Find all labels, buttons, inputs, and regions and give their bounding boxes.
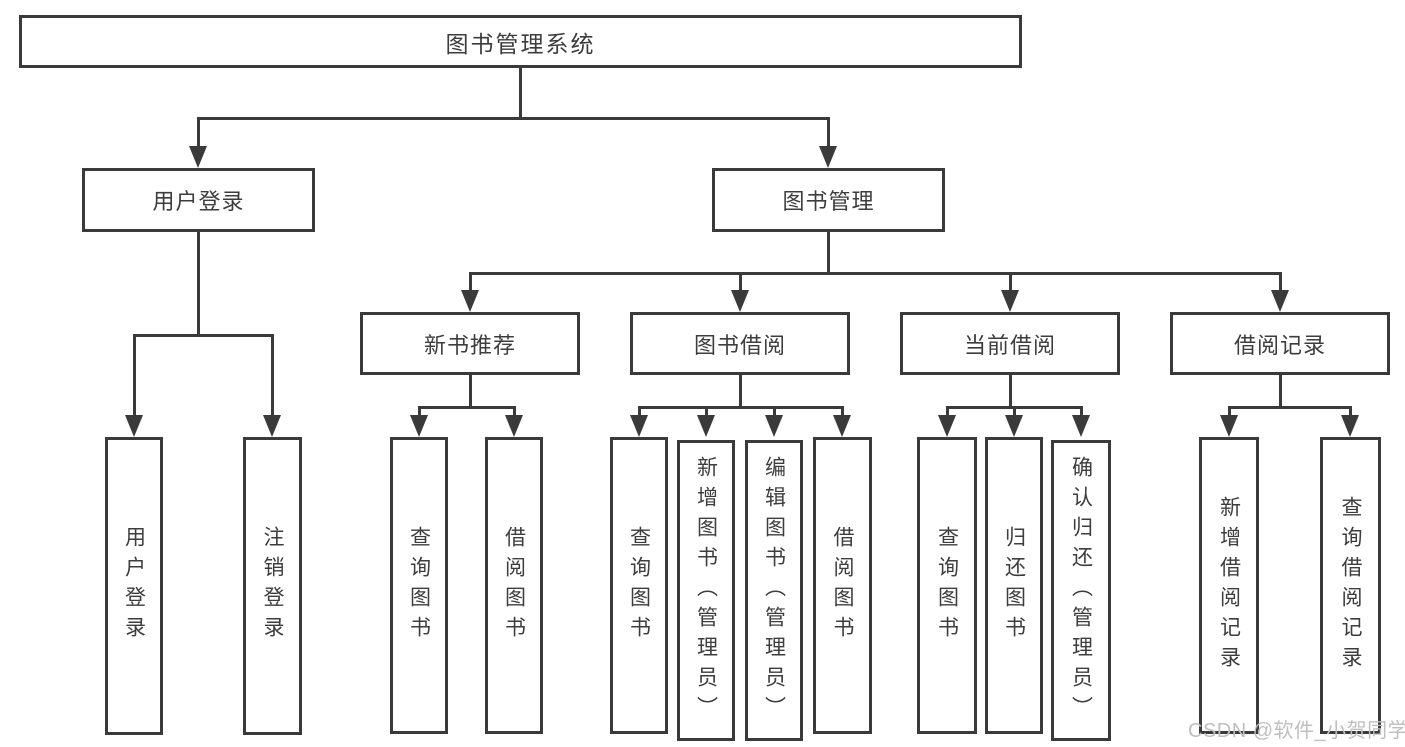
- leaf-query-books-current-label: 查询图书: [935, 525, 959, 646]
- leaf-user-login-label: 用户登录: [122, 526, 146, 646]
- connector-line: [418, 408, 421, 417]
- connector-line: [1080, 408, 1083, 417]
- connector-line: [638, 408, 641, 417]
- node-borrow-records: 借阅记录: [1170, 312, 1390, 375]
- node-book-management-label: 图书管理: [782, 189, 875, 214]
- arrow-down-icon: [765, 415, 783, 437]
- connector-line: [1349, 408, 1352, 417]
- arrow-down-icon: [461, 290, 479, 312]
- arrow-down-icon: [833, 415, 851, 437]
- leaf-add-borrow-record: 新增借阅记录: [1199, 437, 1259, 734]
- connector-line: [739, 274, 742, 292]
- arrow-down-icon: [819, 146, 837, 168]
- connector-line: [946, 408, 949, 417]
- arrow-down-icon: [125, 415, 143, 437]
- arrow-down-icon: [505, 415, 523, 437]
- leaf-add-borrow-record-label: 新增借阅记录: [1217, 495, 1241, 676]
- connector-line: [418, 406, 516, 409]
- node-library-system: 图书管理系统: [19, 15, 1022, 68]
- leaf-logout: 注销登录: [243, 437, 302, 735]
- leaf-query-books-borrowing-label: 查询图书: [627, 525, 651, 646]
- arrow-down-icon: [630, 415, 648, 437]
- leaf-return-book: 归还图书: [985, 437, 1043, 734]
- leaf-confirm-return-admin-label: 确认归还（管理员）: [1069, 455, 1093, 726]
- node-book-borrowing: 图书借阅: [630, 312, 850, 375]
- arrow-down-icon: [1220, 415, 1238, 437]
- connector-line: [739, 374, 742, 409]
- connector-line: [197, 119, 200, 147]
- leaf-query-borrow-record: 查询借阅记录: [1320, 437, 1381, 734]
- node-user-login-label: 用户登录: [152, 189, 245, 214]
- node-user-login: 用户登录: [82, 168, 315, 232]
- leaf-borrow-books-recommend: 借阅图书: [485, 437, 543, 734]
- node-borrow-records-label: 借阅记录: [1233, 332, 1326, 358]
- leaf-query-books-recommend: 查询图书: [390, 437, 448, 734]
- leaf-query-books-recommend-label: 查询图书: [407, 525, 431, 646]
- connector-line: [197, 117, 830, 120]
- leaf-query-borrow-record-label: 查询借阅记录: [1339, 495, 1362, 676]
- connector-line: [946, 406, 1083, 409]
- connector-line: [841, 408, 844, 417]
- connector-line: [469, 272, 1282, 275]
- node-new-book-recommend: 新书推荐: [360, 312, 580, 375]
- leaf-borrow-books-borrowing-label: 借阅图书: [831, 525, 854, 646]
- connector-line: [1279, 374, 1282, 409]
- arrow-down-icon: [1271, 290, 1289, 312]
- connector-line: [1013, 408, 1016, 417]
- node-book-management: 图书管理: [712, 168, 945, 232]
- connector-line: [1279, 274, 1282, 292]
- connector-line: [197, 231, 200, 337]
- leaf-edit-book-admin: 编辑图书（管理员）: [745, 440, 803, 741]
- node-new-book-recommend-label: 新书推荐: [423, 332, 516, 358]
- leaf-add-book-admin-label: 新增图书（管理员）: [694, 455, 718, 726]
- connector-line: [705, 408, 708, 417]
- connector-line: [1228, 408, 1231, 417]
- connector-line: [133, 336, 136, 418]
- arrow-down-icon: [410, 415, 428, 437]
- arrow-down-icon: [731, 290, 749, 312]
- arrow-down-icon: [938, 415, 956, 437]
- connector-line: [513, 408, 516, 417]
- connector-line: [1009, 374, 1012, 409]
- connector-line: [133, 334, 274, 337]
- connector-line: [1228, 406, 1352, 409]
- connector-line: [519, 66, 522, 119]
- leaf-user-login: 用户登录: [105, 437, 163, 735]
- node-current-borrowing: 当前借阅: [900, 312, 1120, 375]
- node-current-borrowing-label: 当前借阅: [963, 332, 1056, 358]
- leaf-add-book-admin: 新增图书（管理员）: [677, 440, 735, 741]
- leaf-query-books-borrowing: 查询图书: [610, 437, 668, 734]
- connector-line: [638, 406, 844, 409]
- arrow-down-icon: [1072, 415, 1090, 437]
- arrow-down-icon: [1005, 415, 1023, 437]
- arrow-down-icon: [189, 146, 207, 168]
- leaf-borrow-books-recommend-label: 借阅图书: [502, 525, 526, 646]
- leaf-borrow-books-borrowing: 借阅图书: [813, 437, 872, 734]
- leaf-query-books-current: 查询图书: [917, 437, 977, 734]
- leaf-edit-book-admin-label: 编辑图书（管理员）: [762, 455, 786, 726]
- connector-line: [469, 274, 472, 292]
- connector-line: [469, 374, 472, 409]
- node-library-system-label: 图书管理系统: [445, 30, 596, 57]
- connector-line: [1009, 274, 1012, 292]
- connector-line: [773, 408, 776, 417]
- arrow-down-icon: [697, 415, 715, 437]
- connector-line: [827, 119, 830, 147]
- connector-line: [271, 336, 274, 418]
- leaf-logout-label: 注销登录: [261, 526, 284, 646]
- node-book-borrowing-label: 图书借阅: [693, 332, 786, 358]
- arrow-down-icon: [263, 415, 281, 437]
- arrow-down-icon: [1001, 290, 1019, 312]
- leaf-return-book-label: 归还图书: [1002, 525, 1026, 646]
- arrow-down-icon: [1341, 415, 1359, 437]
- leaf-confirm-return-admin: 确认归还（管理员）: [1051, 440, 1111, 741]
- connector-line: [827, 231, 830, 275]
- csdn-watermark: CSDN @软件_小贺同学: [1188, 720, 1405, 742]
